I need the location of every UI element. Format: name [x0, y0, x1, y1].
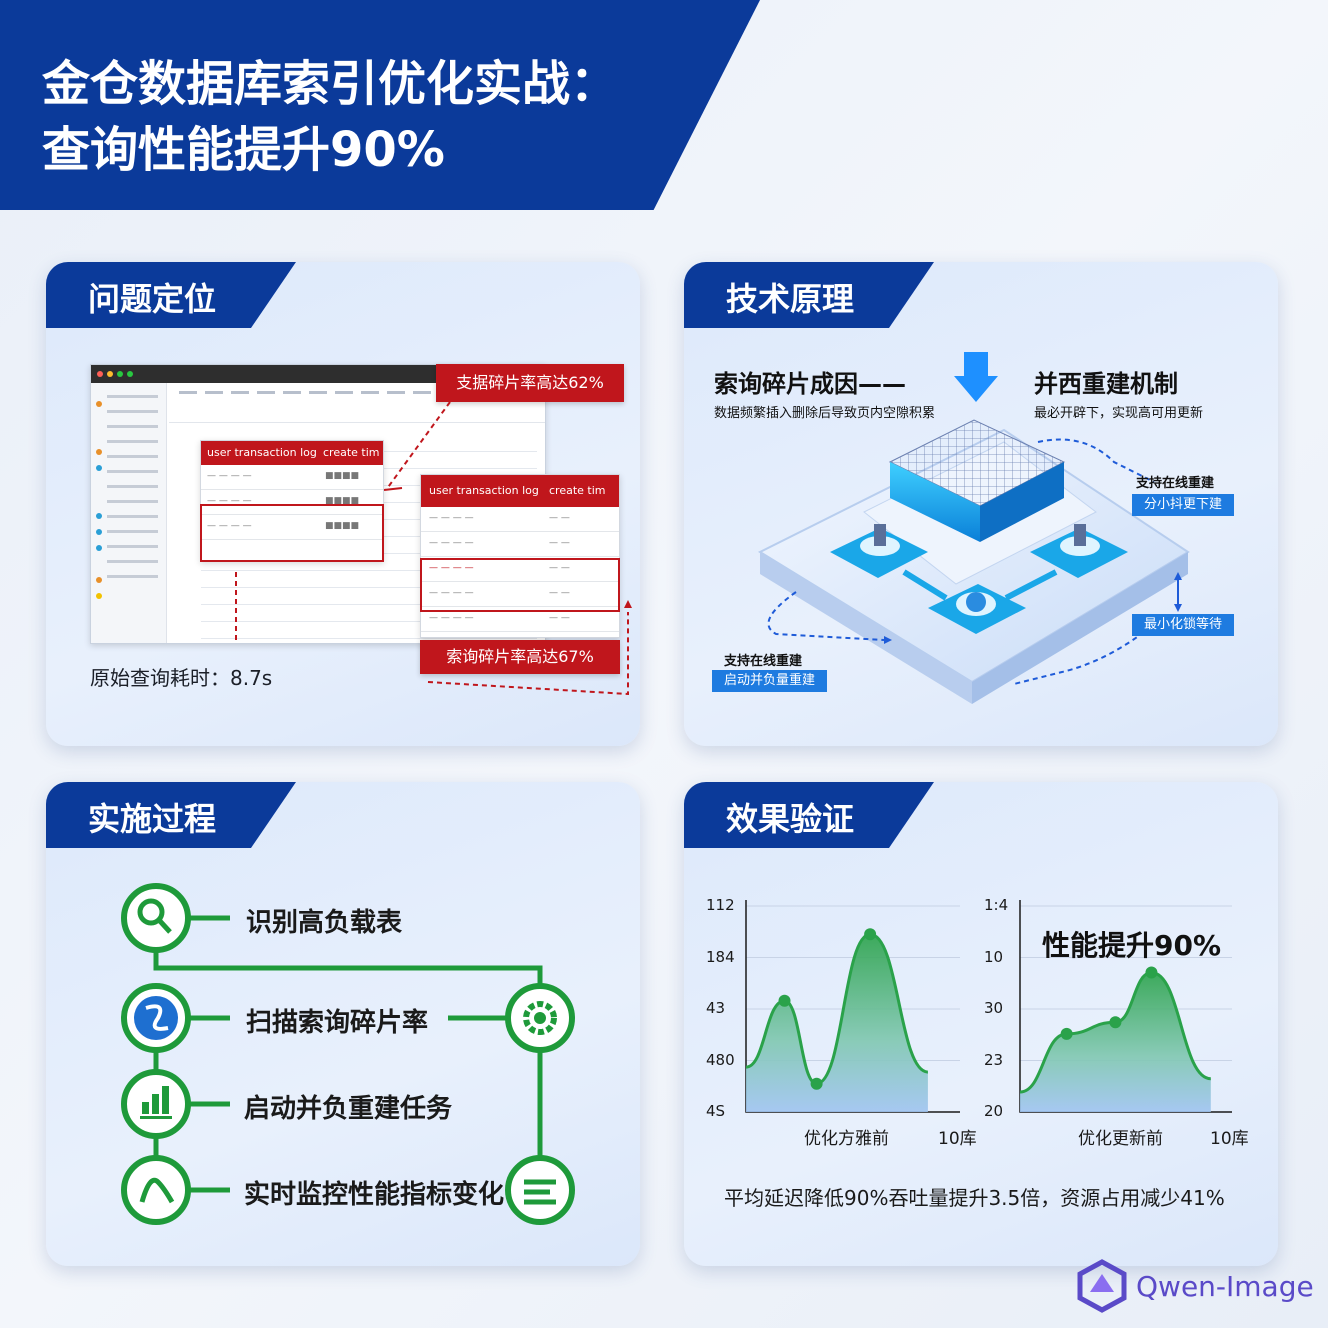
- original-query-time: 原始查询耗时：8.7s: [90, 666, 273, 690]
- screenshot-sidebar: [91, 383, 167, 643]
- table2-header: user transaction log create tim: [421, 475, 619, 507]
- step-2-label: 扫描索询碎片率: [246, 1008, 429, 1038]
- fragment-highlight-2: [420, 558, 620, 612]
- table-row: — — — —— —: [421, 557, 619, 582]
- table1-header: user transaction log create tim: [201, 441, 383, 465]
- table-row: — — — —■■■■: [201, 490, 383, 515]
- x-tick-label: 10库: [938, 1129, 977, 1149]
- table-row: — — — —— —: [421, 607, 619, 632]
- y-tick-label: 23: [984, 1050, 1004, 1069]
- area-fill: [746, 934, 928, 1112]
- y-tick-label: 20: [984, 1102, 1004, 1120]
- qwen-logo-icon: [1077, 1259, 1127, 1313]
- transaction-table-1: user transaction log create tim — — — —■…: [200, 440, 384, 562]
- bar-chart-icon: [121, 1069, 191, 1139]
- principle-panel: 技术原理 索询碎片成因—— 数据频繁插入删除后导致页内空隙积累 并西重建机制 最…: [684, 262, 1278, 746]
- result-panel: 效果验证 性能提升90% 平均延迟降低90%吞吐量提升3.5倍，资源占用减少41…: [684, 782, 1278, 1266]
- node-center: [928, 584, 1026, 634]
- data-point: [810, 1077, 823, 1090]
- page-title-line1: 金仓数据库索引优化实战：: [42, 56, 619, 112]
- y-tick-label: 10: [984, 947, 1004, 966]
- chart-overlay-title: 性能提升90%: [1042, 929, 1222, 962]
- mechanism-text: 最必开辟下，实现高可用更新: [1034, 406, 1204, 421]
- maximize-icon: [117, 371, 123, 377]
- mechanism-title: 并西重建机制: [1034, 370, 1178, 398]
- y-tick-label: 480: [706, 1050, 735, 1069]
- data-point: [864, 928, 877, 941]
- table-row: — — — —— —: [421, 532, 619, 557]
- search-icon: [121, 883, 191, 953]
- problem-panel-title: 问题定位: [88, 280, 217, 318]
- step-3-label: 启动并负重建任务: [244, 1094, 453, 1124]
- fragment-rate-label-bottom: 索询碎片率高达67%: [420, 640, 620, 674]
- close-icon: [97, 371, 103, 377]
- fragment-highlight-1: [200, 504, 384, 562]
- gear-icon: [505, 983, 575, 1053]
- problem-panel: 问题定位 user transaction log: [46, 262, 640, 746]
- data-point: [1145, 966, 1158, 979]
- y-tick-label: 184: [706, 947, 735, 966]
- title-banner: 金仓数据库索引优化实战： 查询性能提升90%: [0, 0, 760, 210]
- result-summary: 平均延迟降低90%吞吐量提升3.5倍，资源占用减少41%: [724, 1186, 1225, 1210]
- y-tick-label: 112: [706, 896, 735, 914]
- data-point: [1060, 1027, 1073, 1040]
- node-right: [1030, 524, 1128, 578]
- cause-title: 索询碎片成因——: [714, 370, 906, 398]
- area-fill: [1020, 972, 1211, 1112]
- step-1-label: 识别高负载表: [246, 908, 403, 938]
- tag-online-top-title: 支持在线重建: [1136, 476, 1215, 491]
- isometric-index-diagram: [757, 352, 1190, 704]
- tag-online-bottom-title: 支持在线重建: [724, 654, 803, 669]
- result-panel-title: 效果验证: [726, 800, 855, 838]
- y-tick-label: 1:4: [984, 896, 1009, 914]
- table1-col2: create tim: [323, 446, 380, 459]
- x-tick-label: 优化更新前: [1078, 1129, 1163, 1149]
- adjust-icon: [505, 1155, 575, 1225]
- result-panel-header: 效果验证: [684, 782, 934, 848]
- step-4-label: 实时监控性能指标变化: [244, 1180, 505, 1210]
- down-arrow-icon: [954, 352, 998, 402]
- data-point: [778, 994, 791, 1007]
- table1-col1: user transaction log: [207, 446, 317, 459]
- tag-min-lock: 最小化锁等待: [1132, 614, 1235, 636]
- x-tick-label: 优化方雅前: [804, 1129, 889, 1149]
- monitor-icon: [121, 1155, 191, 1225]
- node-left: [830, 524, 928, 578]
- tag-online-top: 分小抖更下建: [1132, 494, 1235, 516]
- brand-logo: Qwen-Image: [1074, 1258, 1314, 1314]
- principle-panel-header: 技术原理: [684, 262, 934, 328]
- scan-icon: [121, 983, 191, 1053]
- status-dot-icon: [127, 371, 133, 377]
- table-row: — — — —■■■■: [201, 515, 383, 540]
- table2-col1: user transaction log: [429, 484, 539, 497]
- table-row: — — — —■■■■: [201, 465, 383, 490]
- y-tick-label: 30: [984, 999, 1004, 1017]
- fragment-rate-label-top: 支据碎片率高达62%: [436, 364, 624, 402]
- result-charts: [745, 900, 1232, 1113]
- cause-text: 数据频繁插入删除后导致页内空隙积累: [714, 406, 936, 421]
- tag-online-bottom: 启动并负量重建: [712, 670, 828, 692]
- connector-arrows: [235, 401, 632, 696]
- x-tick-label: 10库: [1210, 1129, 1249, 1149]
- data-point: [1109, 1016, 1122, 1029]
- y-tick-label: 43: [706, 999, 726, 1017]
- table-row: — — — —— —: [421, 507, 619, 532]
- principle-panel-title: 技术原理: [726, 280, 855, 318]
- brand-name: Qwen-Image: [1136, 1270, 1314, 1303]
- process-panel-title: 实施过程: [88, 800, 217, 838]
- process-panel-header: 实施过程: [46, 782, 296, 848]
- minimize-icon: [107, 371, 113, 377]
- problem-panel-header: 问题定位: [46, 262, 296, 328]
- process-panel: 实施过程: [46, 782, 640, 1266]
- series-line: [745, 932, 929, 1086]
- table2-col2: create tim: [549, 484, 606, 497]
- y-tick-label: 4S: [706, 1102, 726, 1120]
- page-title-line2: 查询性能提升90%: [42, 122, 445, 178]
- table-row: — — — —— —: [421, 582, 619, 607]
- process-flow: [121, 883, 575, 1225]
- window-titlebar: [91, 365, 545, 383]
